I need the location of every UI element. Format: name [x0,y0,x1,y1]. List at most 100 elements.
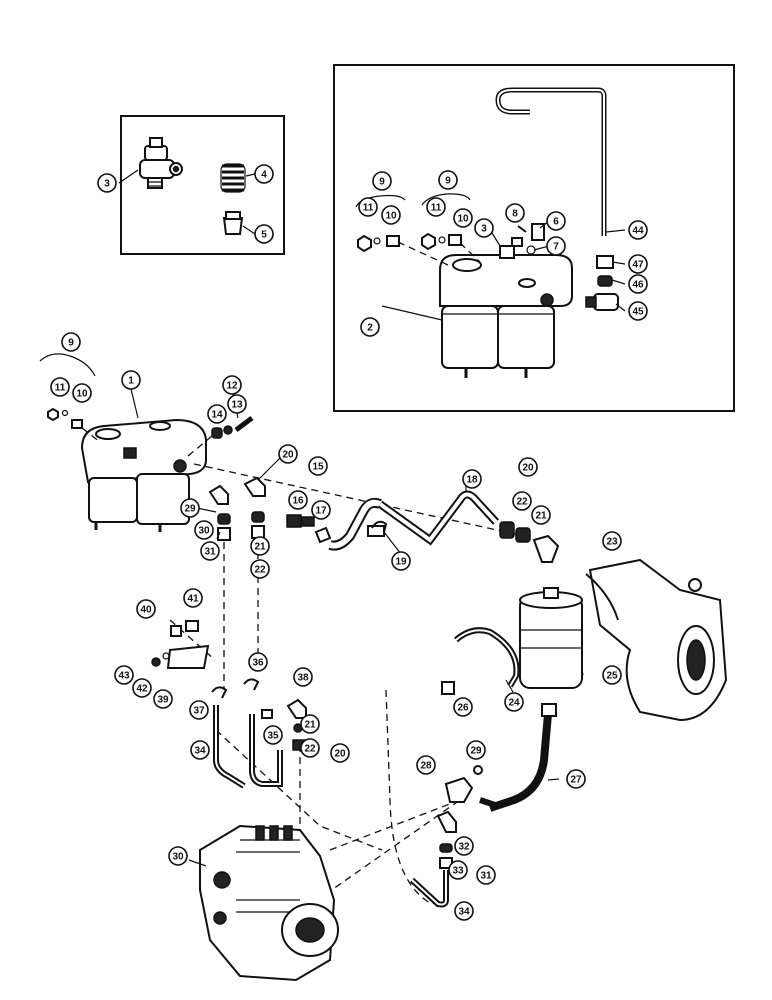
callout-circle [546,236,566,256]
callout-circle [453,697,473,717]
callout-number: 29 [184,504,196,515]
callout-circle [602,531,622,551]
callout-c20-c: 20 [330,743,350,763]
callout-number: 40 [140,605,152,616]
fittings-right-drawing [499,521,560,563]
callout-circle [505,203,525,223]
callout-circle [308,456,328,476]
callout-circle [250,536,270,556]
spring-drawing [220,163,246,193]
callout-circle [293,667,313,687]
callout-circle [466,740,486,760]
filter-assembly-2-drawing [439,237,573,378]
callout-circle [250,559,270,579]
callout-number: 3 [104,179,110,190]
callout-circle [628,254,648,274]
callout-number: 1 [128,376,134,387]
callout-circle [300,738,320,758]
injection-pump-30-drawing [199,824,339,982]
callout-number: 41 [187,594,199,605]
callout-c3-b: 3 [474,218,494,238]
callout-circle [254,224,274,244]
callout-circle [426,197,446,217]
callout-c9-a: 9 [372,171,392,191]
callout-circle [288,490,308,510]
callout-c6: 6 [546,211,566,231]
callout-c41: 41 [183,588,203,608]
callout-c36: 36 [248,652,268,672]
callout-c20-a: 20 [278,444,298,464]
callout-number: 21 [254,542,266,553]
callout-c12: 12 [222,375,242,395]
callout-number: 46 [632,280,644,291]
inset-bleed-screw [118,115,285,255]
callout-number: 37 [193,706,205,717]
callout-number: 18 [466,475,478,486]
callout-circle [183,588,203,608]
callout-number: 29 [470,746,482,757]
callout-c39: 39 [153,689,173,709]
callout-number: 34 [458,907,470,918]
callout-c13: 13 [227,394,247,414]
callout-c42: 42 [132,678,152,698]
callout-number: 16 [292,496,304,507]
callout-circle [194,520,214,540]
bracket-23-drawing [585,558,728,722]
callout-c9-c: 9 [61,332,81,352]
callout-number: 11 [55,383,66,394]
callout-c43: 43 [114,665,134,685]
callout-circle [416,755,436,775]
callout-c23: 23 [602,531,622,551]
callout-number: 43 [118,671,130,682]
callout-c10-b: 10 [453,208,473,228]
callout-c22-b: 22 [250,559,270,579]
callout-c28: 28 [416,755,436,775]
callout-circle [546,211,566,231]
callout-circle [248,652,268,672]
callout-c24: 24 [504,692,524,712]
callout-c21-a: 21 [531,505,551,525]
callout-circle [278,444,298,464]
bleed-screw-fitting-drawing [139,137,183,189]
callout-c14: 14 [207,404,227,424]
callout-number: 14 [211,410,223,421]
callout-circle [391,551,411,571]
callout-circle [381,205,401,225]
strap-24-drawing [454,627,520,688]
callout-c10-c: 10 [72,383,92,403]
callout-c40: 40 [136,599,156,619]
callout-circle [227,394,247,414]
callout-circle [180,498,200,518]
parts-12-13-14-drawing [211,416,254,439]
callout-number: 28 [420,761,432,772]
separator-25-drawing [519,587,583,689]
callout-c32: 32 [454,836,474,856]
callout-c9-b: 9 [438,170,458,190]
callout-c21-c: 21 [300,714,320,734]
callout-number: 33 [452,866,464,877]
fittings-upper-drawing [208,476,332,544]
callout-c20-b: 20 [518,457,538,477]
callout-c22-a: 22 [512,491,532,511]
callout-c44: 44 [628,220,648,240]
callout-number: 11 [363,203,374,214]
callout-number: 9 [68,338,74,349]
callout-number: 25 [606,671,618,682]
callout-circle [263,725,283,745]
callout-c29-b: 29 [466,740,486,760]
callout-circle [222,375,242,395]
callout-number: 12 [226,381,238,392]
callout-c30-b: 30 [168,846,188,866]
callout-c15: 15 [308,456,328,476]
callout-c34-a: 34 [190,740,210,760]
callout-c29-a: 29 [180,498,200,518]
callout-number: 32 [458,842,470,853]
callout-c46: 46 [628,274,648,294]
callout-circle [474,218,494,238]
callout-number: 36 [252,658,264,669]
callout-c26: 26 [453,697,473,717]
callout-circle [190,740,210,760]
callout-c30-a: 30 [194,520,214,540]
callout-c4: 4 [254,164,274,184]
callout-c10-a: 10 [381,205,401,225]
